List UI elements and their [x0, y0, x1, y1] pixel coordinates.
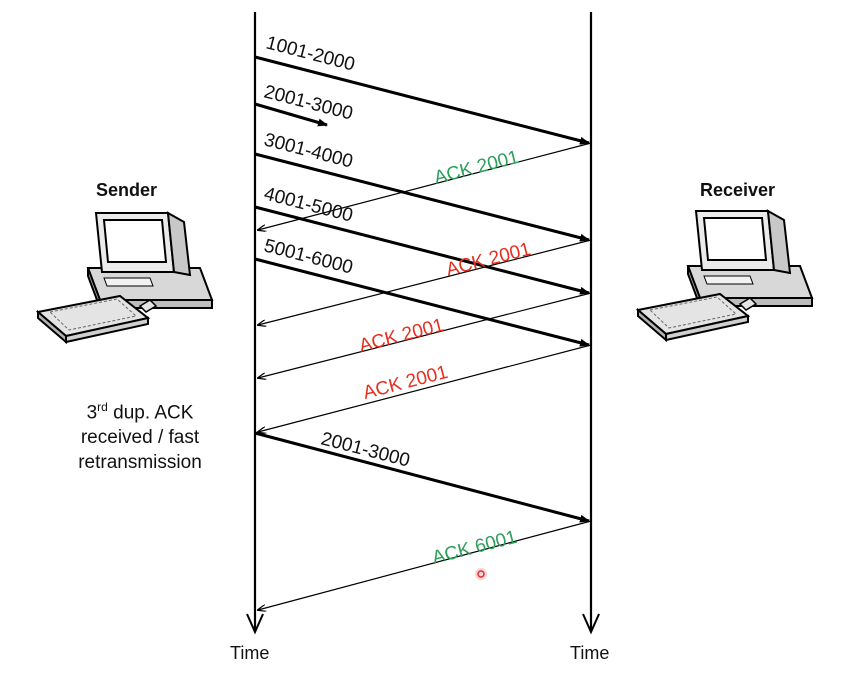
segment-label: 3001-4000	[262, 130, 355, 173]
segment-arrow-1001-2000	[254, 55, 590, 145]
ack-arrow-3	[258, 292, 592, 378]
sender-timeline-arrowhead	[246, 613, 264, 635]
sender-computer-icon	[35, 211, 214, 345]
sender-title: Sender	[96, 180, 158, 200]
note-ordinal-number: 3	[86, 402, 98, 424]
note-line-2: received / fast	[80, 427, 200, 449]
ack-arrow-4	[258, 344, 592, 432]
ack-label: ACK 2001	[361, 362, 450, 404]
cursor-indicator-dot	[477, 570, 485, 578]
receiver-computer-icon	[635, 209, 814, 343]
segment-arrow-3001-4000	[254, 152, 590, 242]
fast-retransmit-note: 3rd dup. ACK received / fast retransmiss…	[40, 395, 240, 475]
ack-label: ACK 6001	[430, 527, 519, 569]
ack-arrow-1	[258, 142, 592, 230]
note-line-3: retransmission	[78, 452, 202, 474]
segment-arrow-5001-6000	[254, 257, 590, 347]
receiver-timeline-arrowhead	[582, 613, 600, 635]
cursor-indicator	[475, 568, 487, 580]
segment-arrow-4001-5000	[254, 205, 590, 295]
segment-label: 2001-3000	[319, 429, 412, 472]
receiver-title: Receiver	[700, 180, 776, 200]
note-ordinal-suffix: rd	[97, 400, 108, 414]
segment-label: 1001-2000	[264, 33, 357, 76]
ack-label: ACK 2001	[432, 147, 521, 189]
segment-arrow-2001-3000-lost	[254, 102, 328, 127]
sender-time-label: Time	[230, 643, 270, 663]
segment-arrow-retransmit-2001-3000	[254, 431, 590, 523]
receiver-time-label: Time	[570, 643, 610, 663]
ack-arrow-2	[258, 239, 592, 325]
ack-arrow-5	[258, 520, 592, 610]
note-line-1-rest: dup. ACK	[107, 402, 194, 424]
note-line-1: 3rd dup. ACK	[40, 395, 240, 425]
ack-label: ACK 2001	[357, 315, 446, 357]
